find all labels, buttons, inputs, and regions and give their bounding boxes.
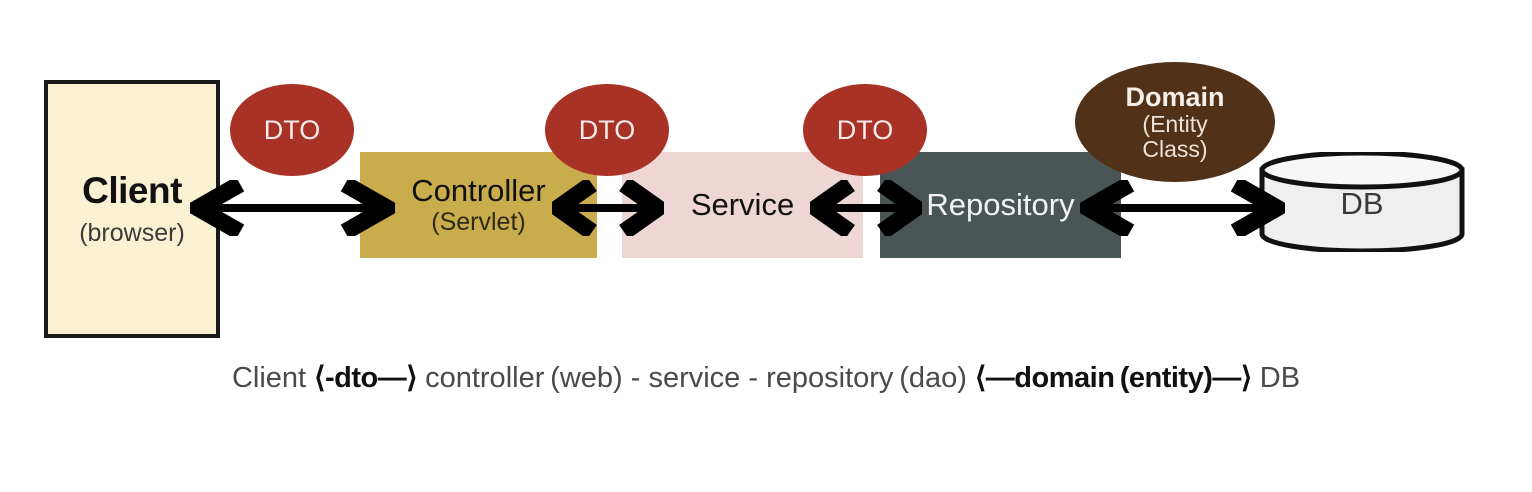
- dto-label: DTO: [263, 114, 321, 145]
- dto-ellipse-service-repository: DTO: [803, 84, 927, 176]
- controller-subtitle: (Servlet): [431, 208, 526, 237]
- caption-domain-flow: ⟨—domain (entity)—⟩: [974, 362, 1252, 394]
- arrow-controller-service: [552, 180, 664, 236]
- controller-title: Controller: [411, 172, 546, 208]
- service-title: Service: [690, 186, 795, 222]
- arrow-service-repository: [810, 180, 922, 236]
- diagram-caption: Client ⟨-dto—⟩ controller (web) - servic…: [0, 360, 1532, 395]
- client-subtitle: (browser): [79, 218, 185, 247]
- node-repository: Repository: [880, 152, 1121, 258]
- caption-dto-flow: ⟨-dto—⟩: [314, 362, 418, 394]
- client-title: Client: [82, 169, 182, 211]
- caption-part-3: controller (web) - service - repository …: [417, 362, 975, 394]
- arrow-client-controller: [190, 180, 395, 236]
- domain-subtitle-line2: Class): [1142, 136, 1208, 163]
- caption-part-5: DB: [1251, 362, 1301, 394]
- caption-part-1: Client: [231, 362, 315, 394]
- dto-label: DTO: [578, 114, 636, 145]
- repository-title: Repository: [926, 186, 1075, 222]
- arrow-repository-db: [1080, 180, 1285, 236]
- node-db: [1258, 152, 1466, 252]
- dto-label: DTO: [836, 114, 894, 145]
- domain-ellipse: Domain (Entity Class): [1075, 62, 1275, 182]
- db-title: DB: [1340, 186, 1384, 221]
- domain-subtitle-line1: (Entity: [1142, 111, 1208, 138]
- domain-title: Domain: [1125, 81, 1225, 112]
- dto-ellipse-client-controller: DTO: [230, 84, 354, 176]
- dto-ellipse-controller-service: DTO: [545, 84, 669, 176]
